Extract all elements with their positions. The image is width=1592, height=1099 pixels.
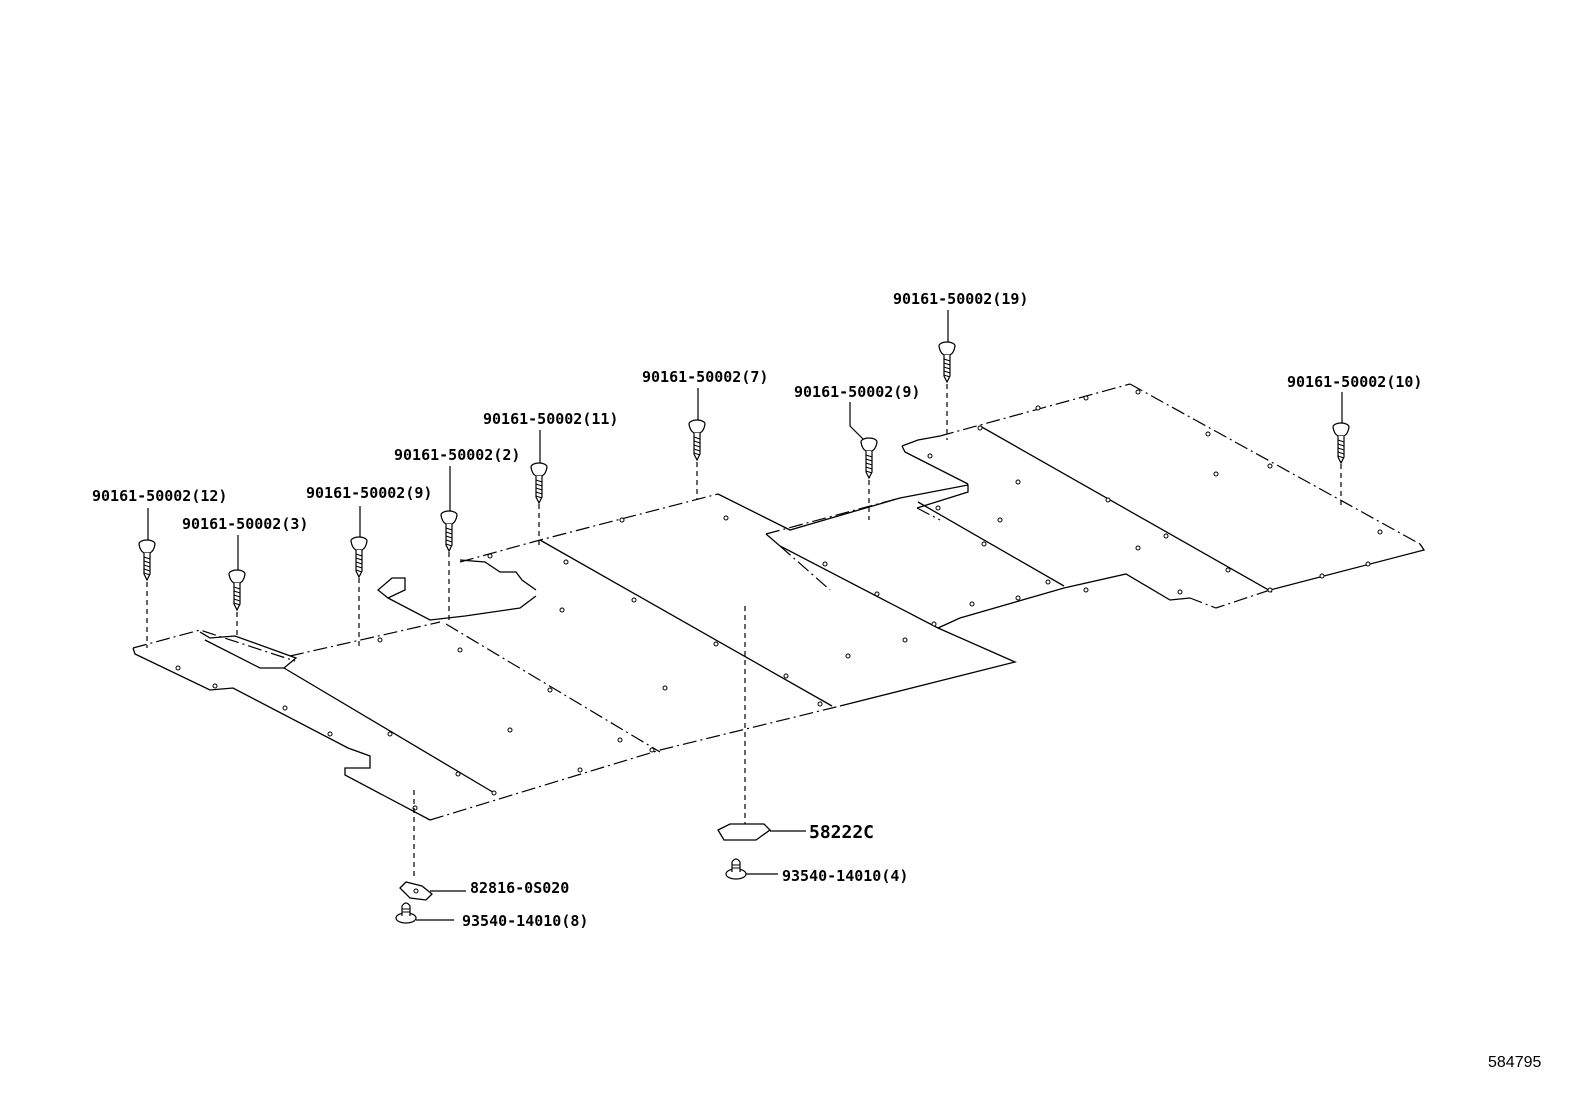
screw-11 bbox=[530, 430, 548, 545]
screw-2 bbox=[440, 466, 458, 620]
floor-insulator-panel bbox=[132, 383, 1426, 821]
callout-screw-19: 90161-50002(19) bbox=[893, 290, 1028, 308]
callout-clip-8: 93540-14010(8) bbox=[462, 912, 588, 930]
callout-part-58222c: 58222C bbox=[809, 822, 874, 843]
screw-9a bbox=[350, 506, 368, 648]
screw-10 bbox=[1332, 392, 1350, 508]
panel-holes bbox=[175, 389, 1383, 811]
callout-bracket: 82816-0S020 bbox=[470, 879, 569, 897]
bracket-82816 bbox=[399, 790, 466, 901]
part-58222c-plate bbox=[717, 606, 806, 841]
callout-clip-4: 93540-14010(4) bbox=[782, 867, 908, 885]
screw-3 bbox=[228, 535, 246, 636]
callout-screw-2: 90161-50002(2) bbox=[394, 446, 520, 464]
callout-screw-9a: 90161-50002(9) bbox=[306, 484, 432, 502]
callout-screw-11: 90161-50002(11) bbox=[483, 410, 618, 428]
callout-screw-7: 90161-50002(7) bbox=[642, 368, 768, 386]
screw-7 bbox=[688, 388, 706, 500]
screw-9b bbox=[849, 402, 878, 520]
screw-12 bbox=[138, 508, 156, 648]
clip-8 bbox=[395, 902, 454, 924]
figure-id: 584795 bbox=[1488, 1054, 1541, 1071]
callout-screw-9b: 90161-50002(9) bbox=[794, 383, 920, 401]
callout-screw-3: 90161-50002(3) bbox=[182, 515, 308, 533]
screw-19 bbox=[938, 310, 956, 440]
clip-4 bbox=[725, 858, 778, 880]
callout-screw-12: 90161-50002(12) bbox=[92, 487, 227, 505]
callout-screw-10: 90161-50002(10) bbox=[1287, 373, 1422, 391]
